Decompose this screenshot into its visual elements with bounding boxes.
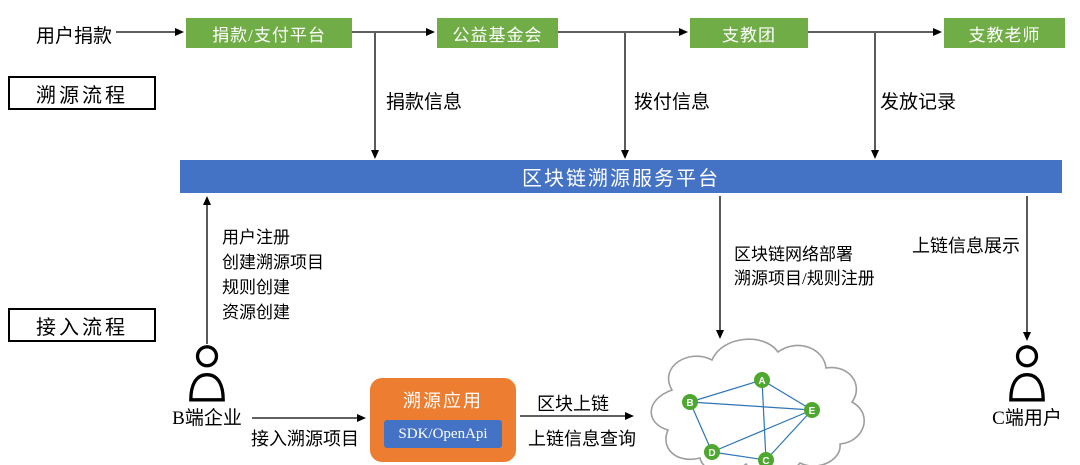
drop-label-allocation-info: 拨付信息 [634, 92, 711, 113]
section-label-text: 接入流程 [36, 316, 128, 339]
cloud-shape [650, 338, 865, 465]
section-label-access: 接入流程 [8, 308, 156, 342]
flow-node-label: 公益基金会 [452, 25, 543, 45]
network-edges [689, 379, 813, 461]
deploy-label-register: 溯源项目/规则注册 [734, 269, 875, 288]
flow-node-label: 捐款/支付平台 [212, 25, 326, 45]
access-step: 资源创建 [222, 303, 290, 322]
deploy-label-network: 区块链网络部署 [734, 245, 853, 264]
flow-node-payment-platform: 捐款/支付平台 [186, 18, 352, 48]
platform-bar: 区块链溯源服务平台 [180, 160, 1062, 193]
drop-label-donation-info: 捐款信息 [386, 92, 463, 113]
source-label: 用户捐款 [36, 26, 113, 47]
svg-text:C: C [762, 456, 769, 465]
flow-node-teacher: 支教老师 [944, 18, 1065, 48]
access-steps: 用户注册 创建溯源项目 规则创建 资源创建 [222, 225, 324, 325]
arrow-allocation-info-drop [621, 33, 629, 159]
flow-node-label: 支教团 [722, 25, 776, 45]
c-user-label: C端用户 [992, 408, 1062, 429]
arrow-enterprise-to-app [252, 414, 366, 422]
platform-bar-label: 区块链溯源服务平台 [522, 168, 720, 190]
arrow-payment-to-foundation [352, 28, 435, 36]
flow-node-label: 支教老师 [968, 25, 1041, 45]
network-node-e: E [804, 402, 820, 418]
svg-text:B: B [686, 398, 693, 409]
flow-node-teaching-group: 支教团 [690, 18, 808, 48]
sdk-openapi-label: SDK/OpenApi [398, 425, 488, 442]
arrow-register-up [203, 196, 211, 344]
trace-app-title: 溯源应用 [403, 391, 483, 411]
arrow-record-drop [871, 33, 879, 159]
blockchain-network: A B E D C [682, 372, 820, 465]
access-project-label: 接入溯源项目 [251, 429, 359, 449]
drop-label-record: 发放记录 [880, 92, 957, 113]
arrow-foundation-to-group [558, 28, 688, 36]
svg-text:A: A [758, 376, 765, 387]
sdk-openapi-badge: SDK/OpenApi [384, 420, 502, 448]
network-node-a: A [754, 372, 770, 388]
onchain-query-label: 上链信息查询 [528, 429, 636, 449]
b-enterprise-label: B端企业 [172, 408, 242, 429]
svg-text:E: E [809, 406, 816, 417]
person-icon-b-enterprise [183, 344, 231, 402]
arrow-group-to-teacher [808, 28, 942, 36]
block-onchain-label: 区块上链 [537, 394, 609, 414]
network-node-c: C [758, 452, 774, 465]
person-icon-c-user [1003, 344, 1051, 402]
arrow-platform-to-cloud [716, 196, 724, 339]
arrow-donation-info-drop [371, 33, 379, 159]
arrow-platform-to-cuser [1023, 196, 1031, 341]
access-step: 规则创建 [222, 278, 290, 297]
trace-app-box: 溯源应用 SDK/OpenApi [370, 378, 516, 462]
arrow-app-to-chain [520, 412, 634, 420]
network-node-b: B [682, 394, 698, 410]
flow-node-foundation: 公益基金会 [437, 18, 558, 48]
svg-text:D: D [708, 448, 715, 459]
arrow-user-to-payment [116, 28, 184, 36]
onchain-display-label: 上链信息展示 [912, 236, 1020, 256]
network-node-d: D [704, 444, 720, 460]
access-step: 创建溯源项目 [222, 253, 324, 272]
access-step: 用户注册 [222, 228, 290, 247]
section-label-trace: 溯源流程 [8, 76, 156, 110]
section-label-text: 溯源流程 [36, 84, 128, 107]
